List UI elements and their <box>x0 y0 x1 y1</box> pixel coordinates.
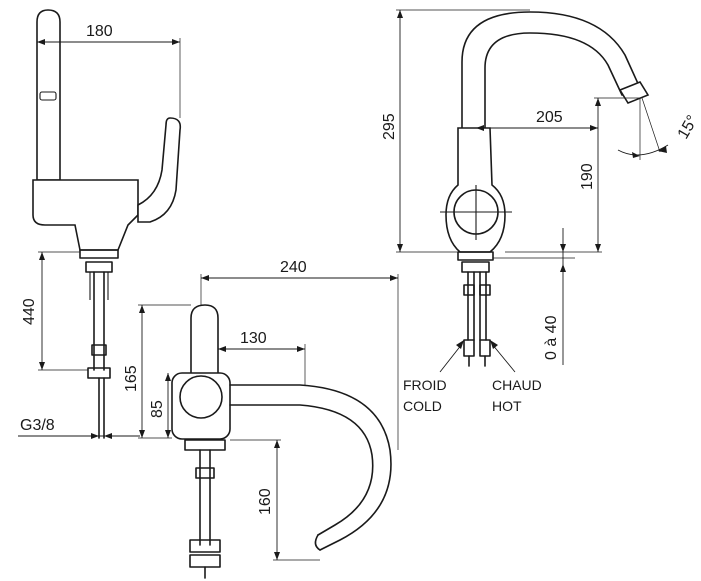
side-view-body <box>32 179 139 251</box>
top-view-mount <box>184 439 226 451</box>
label-0-a-40: 0 à 40 <box>543 315 560 360</box>
front-view-spout-inner <box>484 32 623 129</box>
side-view: 180 440 G3/8 <box>18 9 182 439</box>
top-view-rods <box>189 449 221 579</box>
dimension-180: 180 <box>37 23 181 118</box>
label-thread: G3/8 <box>20 417 55 434</box>
side-view-lever <box>137 117 182 223</box>
angle-15: 15° <box>617 97 701 160</box>
label-15: 15° <box>675 113 701 142</box>
front-view: 295 205 190 15° <box>381 9 701 414</box>
dimension-190: 190 <box>505 97 640 253</box>
side-view-rods <box>87 271 111 439</box>
label-160: 160 <box>257 488 274 515</box>
top-view: 240 130 165 85 <box>123 259 399 579</box>
label-chaud: CHAUD <box>492 377 542 393</box>
top-view-aerator <box>314 534 321 551</box>
label-130: 130 <box>240 330 267 347</box>
top-view-lever <box>190 304 219 376</box>
top-view-spout-inner <box>229 404 374 536</box>
label-85: 85 <box>149 400 166 418</box>
thread-callout: G3/8 <box>18 417 140 439</box>
front-view-spout-outer <box>461 11 641 129</box>
label-165: 165 <box>123 365 140 392</box>
front-view-mount <box>457 251 494 261</box>
side-view-nut <box>85 261 113 273</box>
dimension-240: 240 <box>200 259 399 450</box>
dimension-165: 165 <box>123 304 191 439</box>
dimension-130: 130 <box>218 330 306 385</box>
dimension-205: 205 <box>476 109 598 131</box>
aerator-mark <box>39 91 57 101</box>
dimension-0-a-40: 0 à 40 <box>493 228 575 365</box>
top-view-cartridge <box>179 375 223 419</box>
top-view-body <box>171 372 231 440</box>
label-440: 440 <box>21 298 38 325</box>
label-cold: COLD <box>403 398 442 414</box>
front-view-hoses <box>463 271 491 367</box>
supply-leaders <box>439 340 516 373</box>
front-view-nut <box>461 261 490 273</box>
label-295: 295 <box>381 113 398 140</box>
label-205: 205 <box>536 109 563 126</box>
top-view-spout <box>229 384 392 551</box>
label-190: 190 <box>579 163 596 190</box>
dimension-295: 295 <box>381 9 530 253</box>
side-view-mount <box>79 249 119 259</box>
dimension-160: 160 <box>230 439 320 561</box>
label-froid: FROID <box>403 377 447 393</box>
label-hot: HOT <box>492 398 522 414</box>
dimension-440: 440 <box>21 251 88 371</box>
dimension-85: 85 <box>149 373 171 438</box>
front-view-aerator <box>618 81 650 104</box>
side-view-spout <box>36 9 61 181</box>
label-180: 180 <box>86 23 113 40</box>
label-240: 240 <box>280 259 307 276</box>
